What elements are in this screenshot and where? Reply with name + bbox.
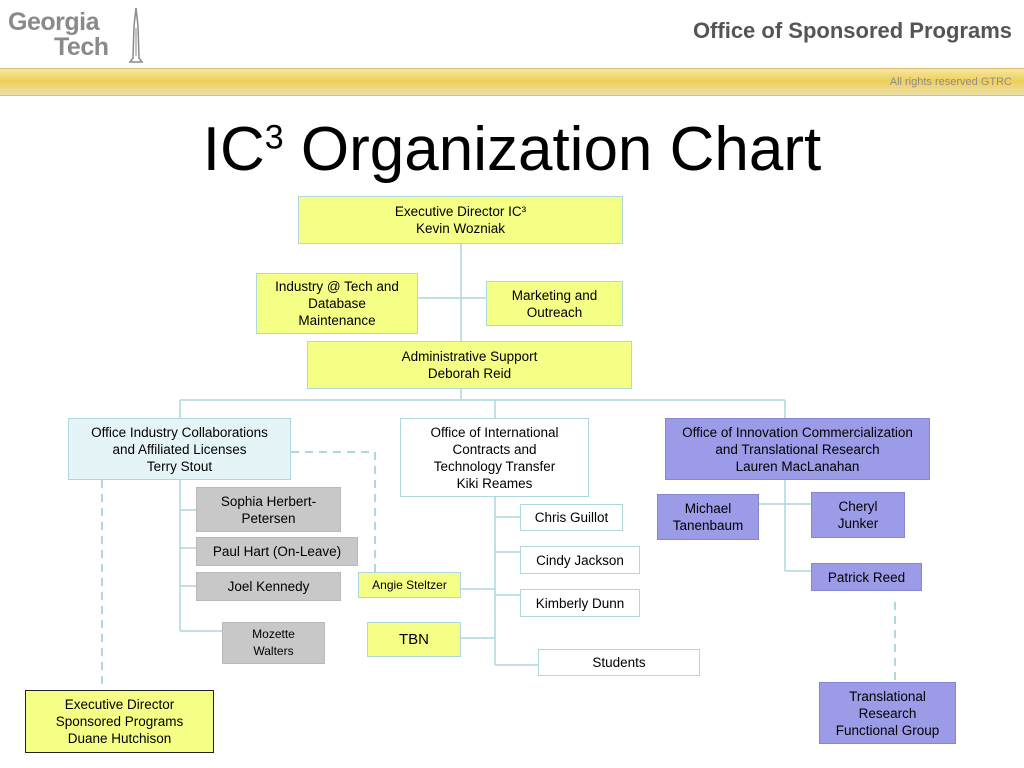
industry-tech-box: Industry @ Tech and Database Maintenance xyxy=(256,273,418,334)
paul-box: Paul Hart (On-Leave) xyxy=(196,537,358,566)
page-title: IC3 Organization Chart xyxy=(0,114,1024,186)
cindy-box: Cindy Jackson xyxy=(520,546,640,574)
exec-sponsored-programs-box: Executive Director Sponsored Programs Du… xyxy=(25,690,214,753)
logo-line2: Tech xyxy=(54,33,109,61)
joel-box: Joel Kennedy xyxy=(196,572,341,601)
office-title: Office of Sponsored Programs xyxy=(692,18,1012,43)
oical-box: Office Industry Collaborations and Affil… xyxy=(68,418,291,480)
marketing-outreach-box: Marketing and Outreach xyxy=(486,281,623,326)
admin-support-box: Administrative Support Deborah Reid xyxy=(307,341,632,389)
tbn-box: TBN xyxy=(367,622,461,657)
title-superscript: 3 xyxy=(264,118,284,157)
oictr-box: Office of Innovation Commercialization a… xyxy=(665,418,930,480)
title-rest: Organization Chart xyxy=(283,115,822,184)
georgia-tech-logo: Georgia Tech xyxy=(8,6,158,66)
translational-research-box: Translational Research Functional Group xyxy=(819,682,956,744)
rights-notice: All rights reserved GTRC xyxy=(889,76,1012,88)
title-main: IC xyxy=(202,115,265,184)
patrick-box: Patrick Reed xyxy=(811,563,922,591)
mozette-box: Mozette Walters xyxy=(222,622,325,664)
oictt-box: Office of International Contracts and Te… xyxy=(400,418,589,497)
cheryl-box: Cheryl Junker xyxy=(811,492,905,538)
angie-box: Angie Steltzer xyxy=(358,572,461,598)
executive-director-box: Executive Director IC³ Kevin Wozniak xyxy=(298,196,623,244)
tech-tower-icon xyxy=(128,7,144,63)
sophia-box: Sophia Herbert- Petersen xyxy=(196,487,341,532)
michael-box: Michael Tanenbaum xyxy=(657,494,759,540)
chris-box: Chris Guillot xyxy=(520,504,623,531)
logo-line1: Georgia xyxy=(8,8,99,36)
students-box: Students xyxy=(538,649,700,676)
header-bar: Georgia Tech Office of Sponsored Program… xyxy=(0,0,1024,68)
gold-band xyxy=(0,68,1024,96)
kimberly-box: Kimberly Dunn xyxy=(520,589,640,617)
